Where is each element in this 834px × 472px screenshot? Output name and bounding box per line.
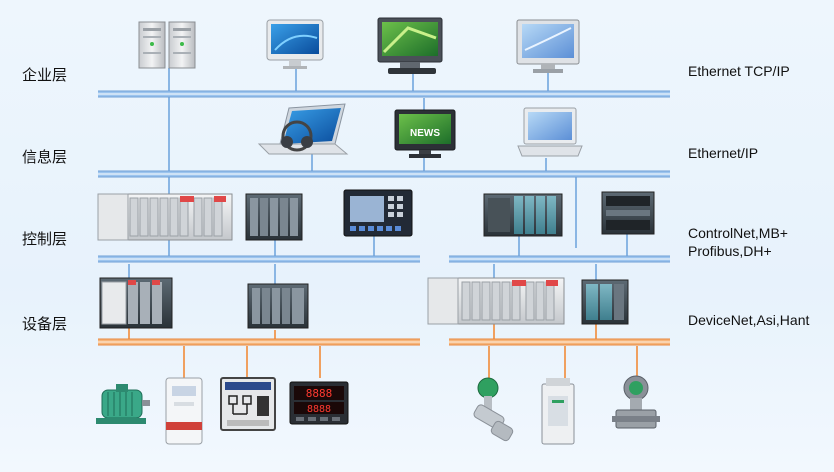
protocol-control-text-1: ControlNet,MB+ — [688, 225, 788, 241]
plc-rack-gray-device-icon — [247, 283, 309, 329]
plc-rack-red-icon — [99, 277, 173, 329]
crt-monitor-icon — [516, 19, 580, 73]
signal-isolator-icon — [541, 378, 575, 445]
flow-meter-icon — [473, 377, 514, 442]
protocol-device-text: DeviceNet,Asi,Hant — [688, 312, 810, 328]
layer-label-control: 控制层 — [22, 230, 68, 248]
vertical-links — [128, 68, 628, 290]
vertical-links-orange — [128, 322, 638, 378]
display-digits-top: 8888 — [306, 387, 333, 400]
news-tv-text: NEWS — [410, 128, 440, 139]
plc-rack-long-icon — [427, 277, 565, 325]
layer-label-enterprise: 企业层 — [22, 66, 68, 84]
layer-label-information: 信息层 — [22, 148, 68, 166]
inverter-drive-icon — [165, 377, 203, 445]
bus-information — [98, 170, 670, 178]
plc-unit-dark-icon — [601, 191, 655, 235]
protocol-device: DeviceNet,Asi,Hant — [688, 311, 809, 329]
display-digits-bottom: 8888 — [307, 404, 331, 415]
news-tv-icon: NEWS — [394, 109, 456, 158]
hmi-panel-icon — [343, 189, 413, 237]
bus-enterprise — [98, 90, 670, 98]
io-module-icon — [581, 279, 629, 325]
headset-laptop-icon — [257, 103, 349, 155]
laptop-icon — [517, 107, 583, 157]
protocol-information: Ethernet/IP — [688, 144, 758, 162]
pressure-transmitter-icon — [612, 375, 660, 429]
protocol-enterprise-text: Ethernet TCP/IP — [688, 63, 790, 79]
bus-control-right — [449, 255, 670, 263]
bus-device-right — [449, 338, 670, 346]
desktop-monitor-icon — [377, 17, 443, 74]
imac-monitor-icon — [266, 19, 324, 69]
bus-control-left — [98, 255, 420, 263]
protocol-control-text-2: Profibus,DH+ — [688, 243, 772, 259]
relay-protection-panel-icon — [220, 377, 276, 431]
protocol-enterprise: Ethernet TCP/IP — [688, 62, 790, 80]
server-icon — [138, 21, 196, 69]
protocol-control: ControlNet,MB+ Profibus,DH+ — [688, 224, 788, 260]
layer-label-device: 设备层 — [22, 315, 68, 333]
plc-rack-large-icon — [97, 193, 233, 241]
bus-device-left — [98, 338, 420, 346]
motor-icon — [96, 384, 150, 424]
plc-rack-gray-icon — [245, 193, 303, 241]
digital-display-meter-icon: 8888 8888 — [289, 381, 349, 425]
protocol-information-text: Ethernet/IP — [688, 145, 759, 161]
plc-rack-teal-icon — [483, 193, 563, 237]
